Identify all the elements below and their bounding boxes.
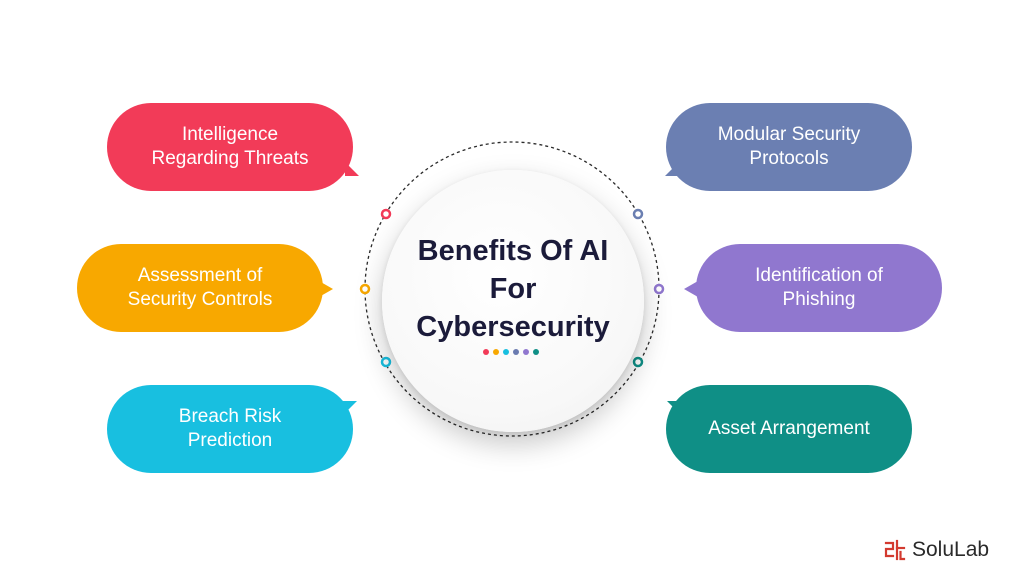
connector-dot-phishing <box>653 283 665 295</box>
connector-dot-modular-protocols <box>632 208 644 220</box>
connector-dot-threat-intel <box>380 208 392 220</box>
connector-dot-breach-risk <box>380 356 392 368</box>
bubble-tail-modular-protocols <box>665 162 679 176</box>
center-color-dot <box>523 349 529 355</box>
bubble-label-line: Security Controls <box>127 289 273 310</box>
center-dot-row <box>483 349 539 355</box>
center-title-line: For <box>489 273 537 305</box>
bubble-asset-arrangement: Asset Arrangement <box>666 385 912 473</box>
center-title: Benefits Of AI For Cybersecurity <box>382 232 644 346</box>
bubble-tail-threat-intelligence <box>345 162 359 176</box>
bubble-label-line: Regarding Threats <box>151 148 309 169</box>
bubble-label-line: Assessment of <box>137 265 263 286</box>
solulab-logo: SoluLab <box>884 538 989 562</box>
bubble-modular-protocols: Modular Security Protocols <box>666 103 912 191</box>
bubble-tail-breach-risk <box>343 401 357 415</box>
bubble-tail-asset-arrangement <box>667 401 681 415</box>
center-color-dot <box>513 349 519 355</box>
bubble-breach-risk: Breach Risk Prediction <box>107 385 353 473</box>
center-color-dot <box>483 349 489 355</box>
center-color-dot <box>533 349 539 355</box>
bubble-label-line: Asset Arrangement <box>708 418 870 439</box>
bubble-label-line: Modular Security <box>717 124 861 145</box>
connector-dot-security-controls <box>359 283 371 295</box>
bubble-threat-intelligence: Intelligence Regarding Threats <box>107 103 353 191</box>
center-circle <box>382 170 644 432</box>
bubble-tail-security-controls <box>319 281 333 297</box>
bubble-security-controls: Assessment of Security Controls <box>77 244 323 332</box>
solulab-logo-text: SoluLab <box>912 538 990 561</box>
center-color-dot <box>493 349 499 355</box>
center-title-line: Cybersecurity <box>416 311 610 343</box>
bubble-label-line: Identification of <box>755 265 883 286</box>
connector-dot-asset-arrangement <box>632 356 644 368</box>
center-title-line: Benefits Of AI <box>417 235 609 267</box>
bubble-phishing: Identification of Phishing <box>696 244 942 332</box>
center-color-dot <box>503 349 509 355</box>
bubble-label-line: Phishing <box>782 289 856 310</box>
solulab-logo-icon <box>884 539 906 561</box>
bubble-label-line: Intelligence <box>181 124 279 145</box>
bubble-label-line: Prediction <box>187 430 273 451</box>
bubble-label-line: Breach Risk <box>178 406 282 427</box>
bubble-tail-phishing <box>684 281 698 297</box>
bubble-label-line: Protocols <box>749 148 829 169</box>
